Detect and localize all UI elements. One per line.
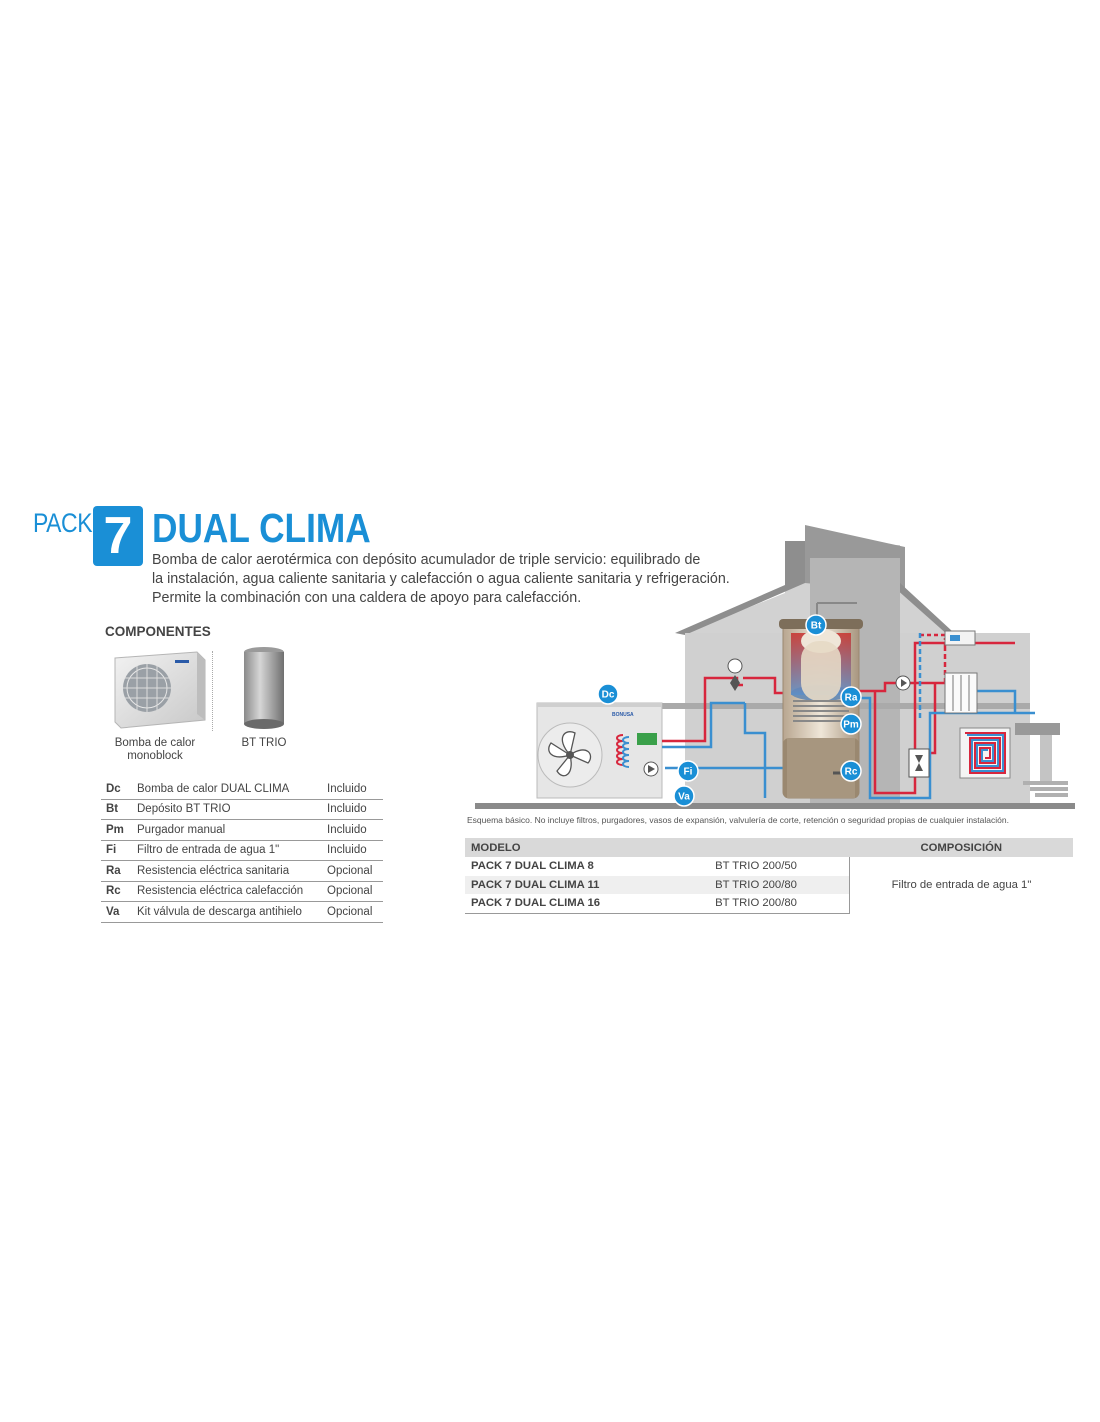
page-title: DUAL CLIMA	[152, 505, 371, 551]
components-heading: COMPONENTES	[105, 624, 211, 639]
component-status: Opcional	[327, 881, 383, 902]
component-code: Va	[101, 901, 137, 923]
unit-brand: BONUSA	[612, 712, 634, 718]
component-code: Dc	[101, 779, 137, 800]
description-line: Bomba de calor aerotérmica con depósito …	[152, 552, 701, 568]
component-code: Rc	[101, 881, 137, 902]
label-dc: Dc	[602, 690, 615, 701]
component-desc: Resistencia eléctrica sanitaria	[137, 860, 327, 882]
component-desc: Depósito BT TRIO	[137, 799, 327, 820]
radiator	[944, 672, 978, 714]
label-va: Va	[678, 792, 690, 803]
header-composition: COMPOSICIÓN	[849, 838, 1073, 857]
component-status: Incluido	[327, 799, 383, 820]
scheme-note: Esquema básico. No incluye filtros, purg…	[467, 815, 1009, 825]
model-trio: BT TRIO 200/50	[715, 860, 797, 873]
component-desc: Purgador manual	[137, 819, 327, 841]
table-header-row: MODELO COMPOSICIÓN	[465, 838, 1073, 857]
component-code: Bt	[101, 799, 137, 820]
description-line: la instalación, agua caliente sanitaria …	[152, 571, 730, 587]
model-trio: BT TRIO 200/80	[715, 897, 797, 910]
description-line: Permite la combinación con una caldera d…	[152, 590, 582, 606]
component-desc: Bomba de calor DUAL CLIMA	[137, 779, 327, 800]
model-trio: BT TRIO 200/80	[715, 878, 797, 891]
component-code: Pm	[101, 819, 137, 841]
model-composition: Filtro de entrada de agua 1"	[849, 857, 1073, 913]
component-desc: Filtro de entrada de agua 1"	[137, 840, 327, 861]
underfloor-heating	[959, 727, 1011, 779]
component-desc: Kit válvula de descarga antihielo	[137, 901, 327, 923]
storage-tank	[779, 602, 863, 799]
outdoor-unit: BONUSA	[536, 702, 663, 799]
label-pm: Pm	[843, 720, 859, 731]
component-desc: Resistencia eléctrica calefacción	[137, 881, 327, 902]
bt-trio-caption: BT TRIO	[241, 737, 287, 749]
heat-pump-caption: Bomba de calor monoblock	[114, 737, 196, 762]
pack-label: PACK	[33, 508, 93, 538]
component-status: Incluido	[327, 840, 383, 861]
component-code: Fi	[101, 840, 137, 861]
label-rc: Rc	[845, 767, 858, 778]
pack-number-badge: 7	[93, 506, 143, 566]
component-status: Incluido	[327, 819, 383, 841]
heat-pump-image	[114, 651, 206, 729]
component-status: Opcional	[327, 901, 383, 923]
pack-description: Bomba de calor aerotérmica con depósito …	[152, 551, 752, 608]
component-code: Ra	[101, 860, 137, 882]
label-fi: Fi	[684, 767, 693, 778]
component-divider	[212, 651, 213, 731]
label-ra: Ra	[845, 693, 858, 704]
label-bt: Bt	[811, 621, 822, 632]
bt-trio-tank-image	[244, 647, 284, 729]
header-model: MODELO	[465, 838, 850, 857]
component-status: Incluido	[327, 779, 383, 800]
component-status: Opcional	[327, 860, 383, 882]
installation-scheme: BONUSA	[475, 525, 1075, 809]
